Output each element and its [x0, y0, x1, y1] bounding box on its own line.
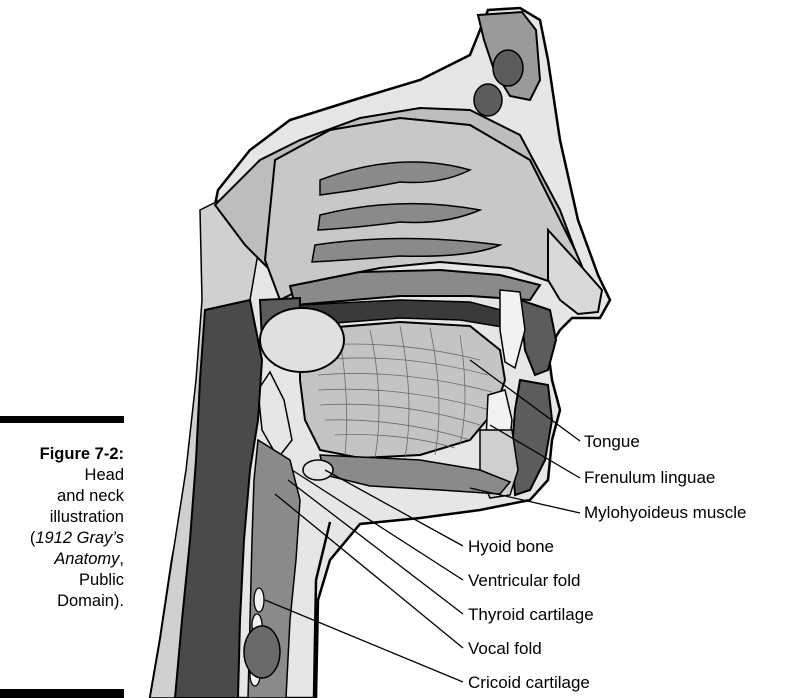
hyoid: [303, 460, 333, 480]
label-hyoid-bone: Hyoid bone: [468, 537, 554, 557]
label-thyroid-cartilage: Thyroid cartilage: [468, 605, 594, 625]
label-tongue: Tongue: [584, 432, 640, 452]
frontal-sinus-1: [493, 50, 523, 86]
label-cricoid-cartilage: Cricoid cartilage: [468, 673, 590, 693]
frontal-sinus-2: [474, 84, 502, 116]
label-ventricular-fold: Ventricular fold: [468, 571, 580, 591]
label-frenulum-linguae: Frenulum linguae: [584, 468, 715, 488]
label-mylohyoideus-muscle: Mylohyoideus muscle: [584, 503, 747, 523]
cricoid-shape: [244, 626, 280, 678]
label-vocal-fold: Vocal fold: [468, 639, 542, 659]
tonsil: [260, 308, 344, 372]
